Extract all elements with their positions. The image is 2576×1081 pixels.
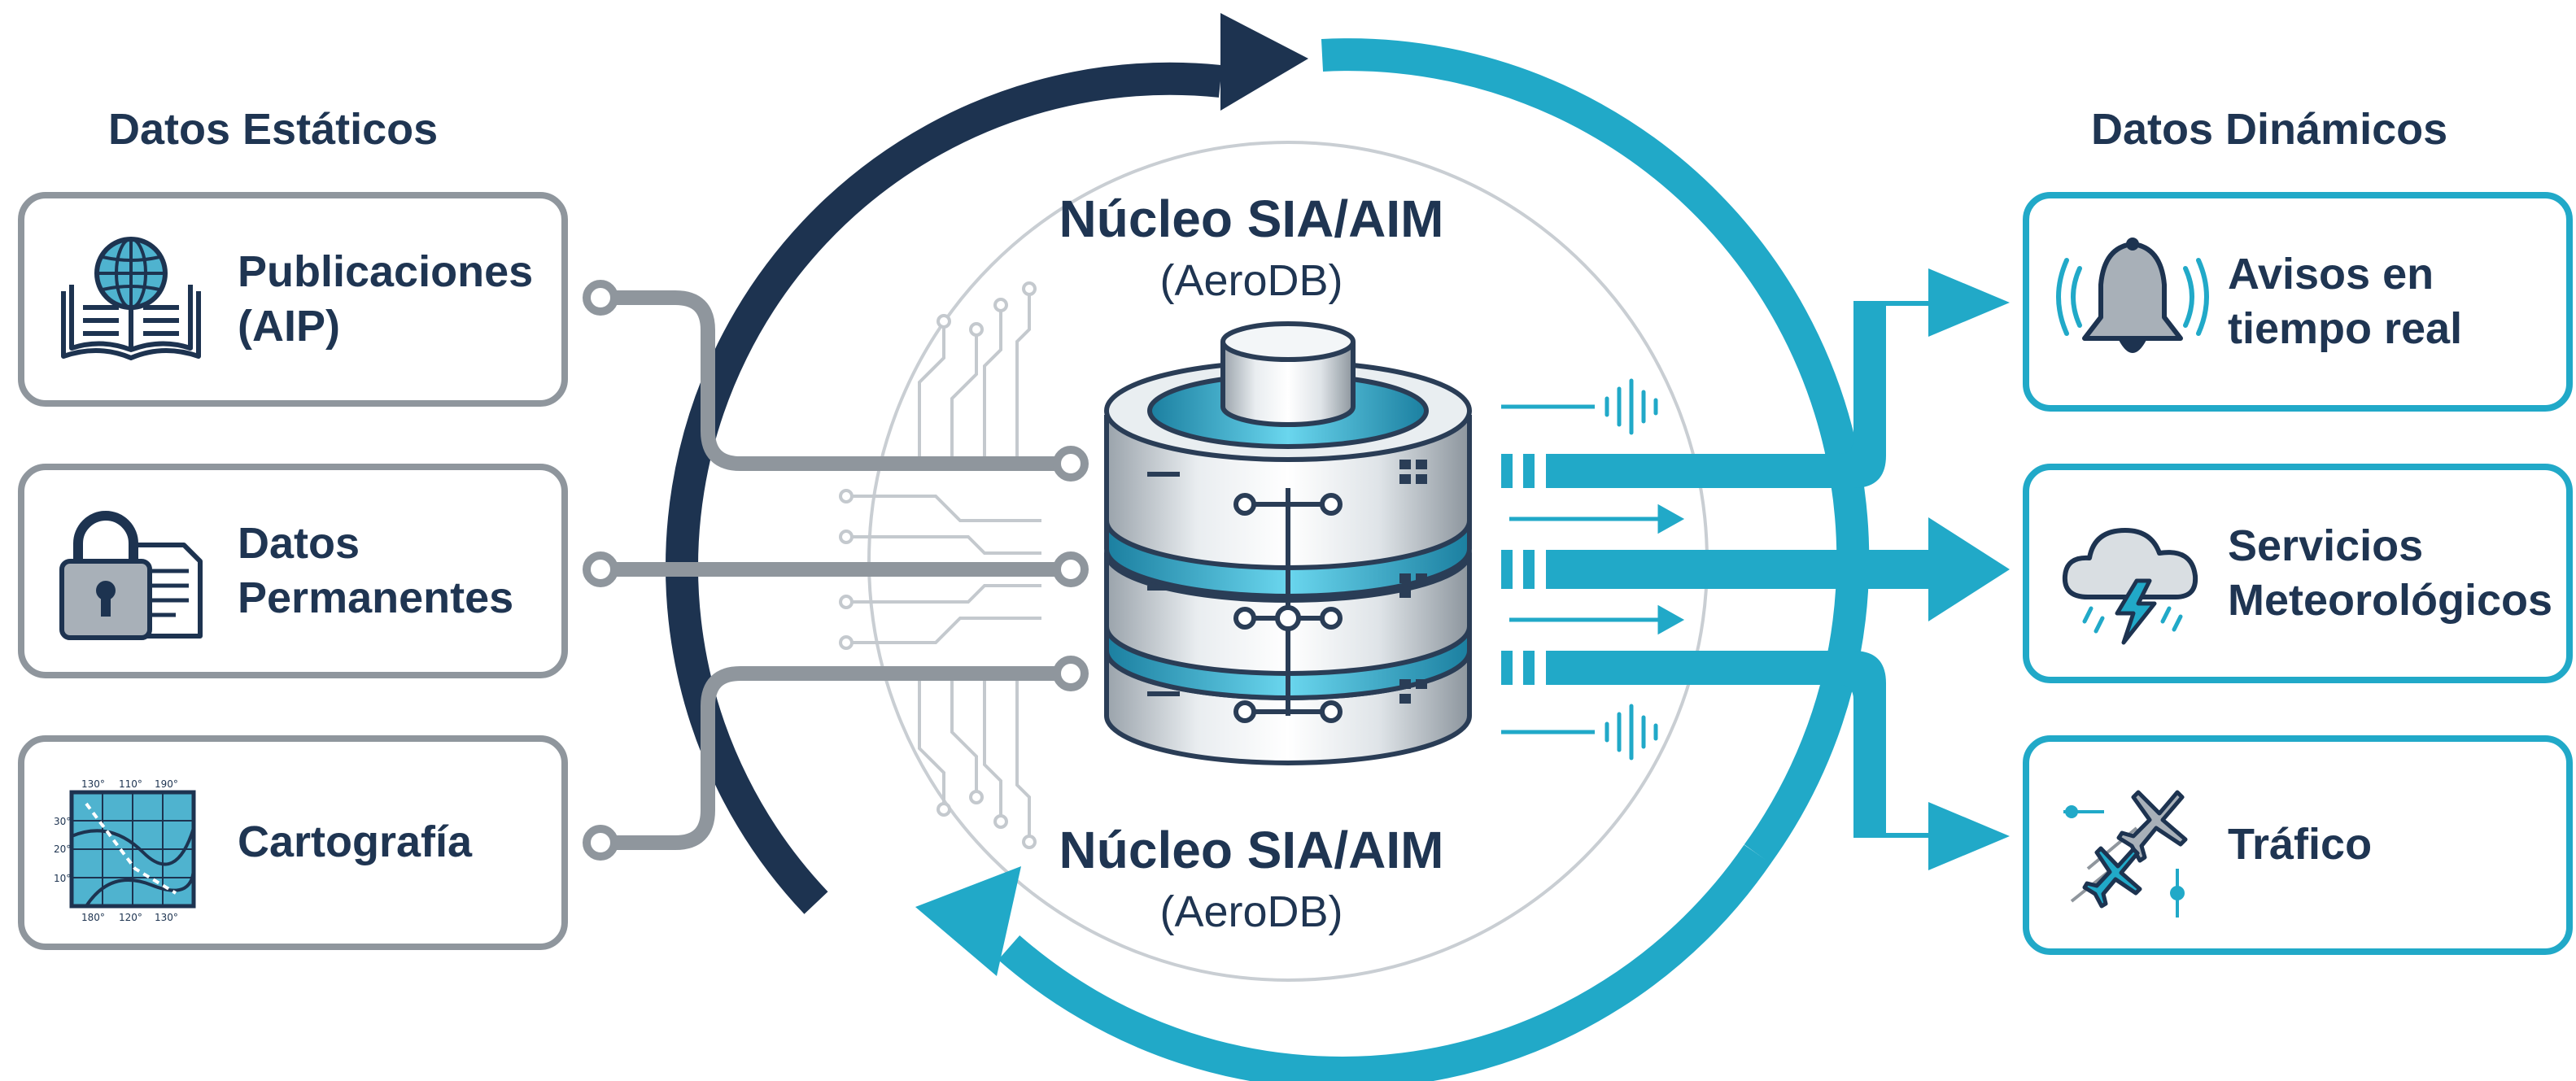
label-line1: Cartografía: [238, 817, 473, 867]
label-line1: Publicaciones: [238, 246, 534, 296]
lock-document-icon: [59, 511, 203, 640]
label-line1: Datos: [238, 518, 360, 568]
label-line1: Servicios: [2228, 521, 2424, 570]
map-label: 30°: [54, 816, 71, 827]
static-data-title: Datos Estáticos: [108, 105, 439, 154]
map-label: 130°: [81, 778, 105, 790]
core-subtitle-top: (AeroDB): [1159, 256, 1343, 305]
label-line1: Avisos en: [2228, 249, 2434, 299]
label-line2: tiempo real: [2228, 304, 2463, 353]
database-vents: [1147, 460, 1427, 704]
input-connector-dots: [583, 280, 1089, 861]
core-label-top: Núcleo SIA/AIM (AeroDB): [967, 189, 1536, 306]
map-label: 130°: [155, 912, 178, 923]
card-label: Tráfico: [2228, 742, 2372, 948]
map-label: 190°: [155, 778, 178, 790]
card-label: Avisos en tiempo real: [2228, 198, 2462, 405]
card-publicaciones-aip[interactable]: Publicaciones (AIP): [18, 192, 568, 407]
map-label: 120°: [119, 912, 142, 923]
core-label-bottom: Núcleo SIA/AIM (AeroDB): [967, 820, 1536, 937]
core-title-top: Núcleo SIA/AIM: [1059, 190, 1444, 248]
circuit-traces-left: [839, 281, 1041, 849]
thin-flow-arrows: [1501, 404, 1685, 734]
card-label: Cartografía: [238, 742, 472, 944]
map-label: 180°: [81, 912, 105, 923]
label-line2: Meteorológicos: [2228, 576, 2553, 625]
label-line2: (AIP): [238, 302, 340, 351]
card-avisos-tiempo-real[interactable]: Avisos en tiempo real: [2023, 192, 2573, 412]
cycle-arrow-cyan: [915, 38, 1870, 1081]
map-chart-icon: 130° 110° 190° 180° 120° 130° 30° 20° 10…: [54, 778, 196, 923]
card-trafico[interactable]: Tráfico: [2023, 735, 2573, 955]
core-subtitle-bottom: (AeroDB): [1159, 887, 1343, 936]
output-arrows: [1546, 268, 2010, 870]
cycle-arrow-navy: [666, 13, 1308, 914]
book-globe-icon: [61, 237, 201, 360]
label-line1: Tráfico: [2228, 820, 2373, 870]
map-label: 10°: [54, 873, 71, 884]
airplanes-icon: [2063, 790, 2188, 918]
output-stripes: [1501, 454, 1535, 685]
signal-waves: [1605, 378, 1658, 761]
label-line2: Permanentes: [238, 573, 514, 622]
card-label: Publicaciones (AIP): [238, 198, 533, 400]
core-title-bottom: Núcleo SIA/AIM: [1059, 821, 1444, 879]
database-circuit: [1233, 488, 1343, 723]
dynamic-data-title: Datos Dinámicos: [2091, 105, 2448, 154]
map-label: 110°: [119, 778, 142, 790]
input-connectors: [593, 290, 1078, 850]
map-label: 20°: [54, 843, 71, 855]
card-cartografia[interactable]: 130° 110° 190° 180° 120° 130° 30° 20° 10…: [18, 735, 568, 950]
storm-cloud-icon: [2062, 528, 2198, 645]
bell-icon: [2056, 238, 2209, 353]
